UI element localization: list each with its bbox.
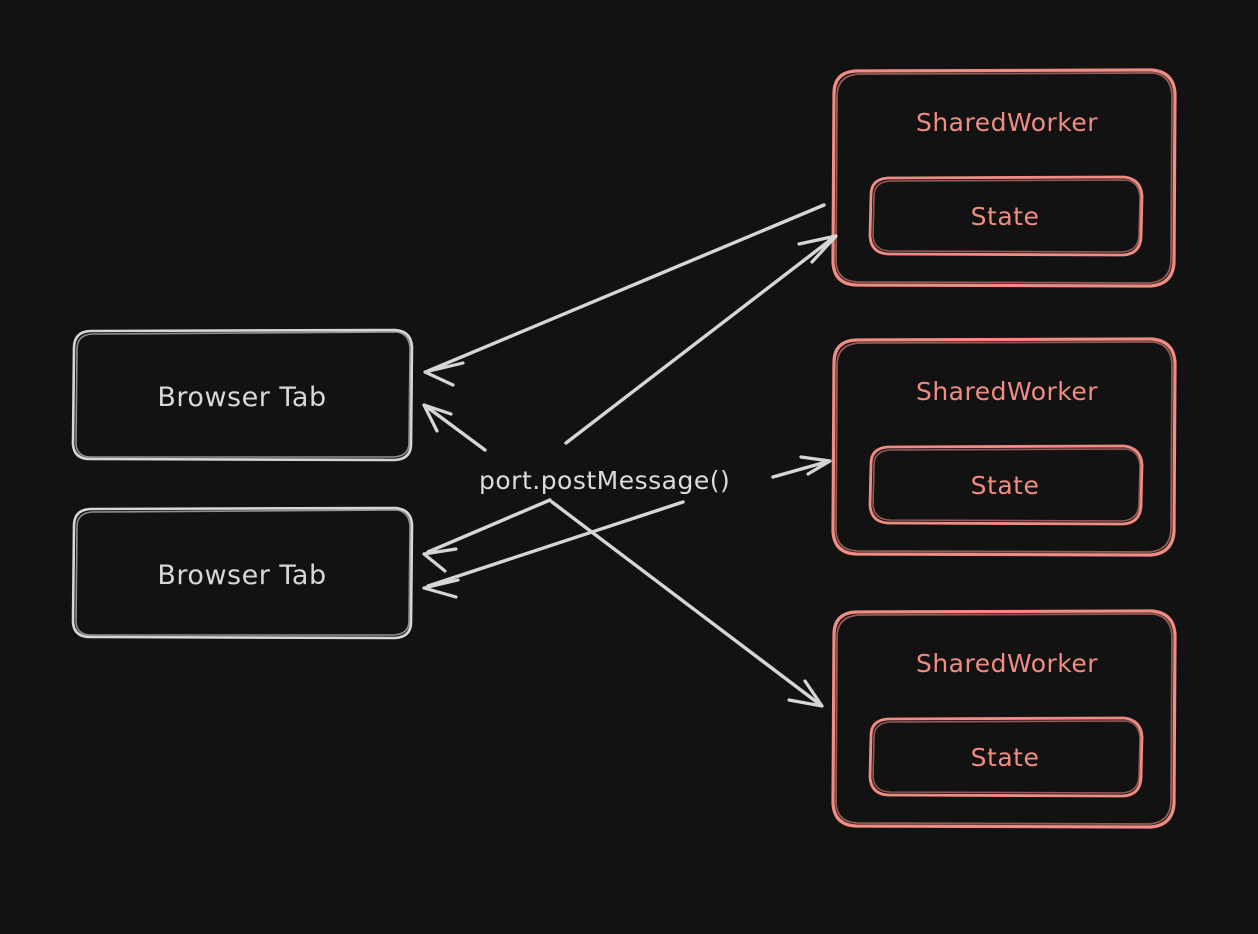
edge-sw3-to-tab2: [422, 500, 685, 599]
edge-label-text: port.postMessage(): [479, 466, 730, 495]
shared-worker-3-state-outline-sketch2: [872, 720, 1141, 794]
shared-worker-2[interactable]: SharedWorker State: [831, 337, 1177, 557]
shared-worker-1-label: SharedWorker: [916, 108, 1098, 137]
browser-tab-1-outline: [71, 328, 414, 462]
shared-worker-3-outline: [831, 609, 1177, 829]
edge-hub-to-sw3-arrowhead: [787, 679, 824, 708]
shared-worker-1[interactable]: SharedWorker State: [831, 68, 1177, 288]
shared-worker-1-state-box[interactable]: State: [868, 175, 1144, 257]
shared-worker-1-outline-sketch2: [835, 72, 1173, 284]
edge-hub-to-tab2: [422, 498, 552, 573]
edge-hub-to-tab1-arrowhead: [422, 403, 453, 433]
browser-tab-2-label: Browser Tab: [157, 560, 326, 591]
shared-worker-1-outline: [831, 68, 1177, 288]
shared-worker-1-state-label: State: [971, 202, 1040, 231]
edge-hub-to-sw1-line: [564, 236, 835, 445]
edge-hub-to-sw2-arrowhead: [799, 455, 832, 476]
shared-worker-2-state-box[interactable]: State: [868, 444, 1144, 526]
browser-tab-1[interactable]: Browser Tab: [71, 328, 414, 462]
edge-hub-to-sw2-line: [771, 460, 828, 479]
shared-worker-2-state-outline: [868, 444, 1144, 526]
browser-tab-1-outline-sketch2: [75, 331, 411, 458]
edge-sw1-to-tab1-arrowhead: [423, 361, 465, 387]
edge-hub-to-tab1-line: [425, 405, 487, 452]
edge-hub-to-sw3-line: [550, 500, 820, 705]
shared-worker-1-state-outline: [868, 175, 1144, 257]
browser-tab-2[interactable]: Browser Tab: [71, 506, 414, 640]
shared-worker-2-label: SharedWorker: [916, 377, 1098, 406]
shared-worker-1-state-outline-sketch2: [872, 179, 1141, 253]
shared-worker-2-state-label: State: [971, 471, 1040, 500]
shared-worker-3-label: SharedWorker: [916, 649, 1098, 678]
shared-worker-3-state-box[interactable]: State: [868, 716, 1144, 798]
edge-hub-to-tab2-line: [426, 498, 552, 554]
shared-worker-2-outline: [831, 337, 1177, 557]
edge-sw3-to-tab2-arrowhead: [422, 578, 460, 599]
shared-worker-3[interactable]: SharedWorker State: [831, 609, 1177, 829]
shared-worker-3-outline-sketch2: [835, 613, 1173, 825]
edge-sw1-to-tab1: [423, 203, 826, 387]
browser-tab-2-outline: [71, 506, 414, 640]
shared-worker-3-state-outline: [868, 716, 1144, 798]
edge-hub-to-tab1: [422, 403, 487, 452]
edge-hub-to-sw2: [771, 455, 832, 479]
browser-tab-2-outline-sketch2: [75, 509, 411, 636]
shared-worker-2-state-outline-sketch2: [872, 448, 1141, 522]
edge-hub-to-sw1-arrowhead: [797, 234, 838, 264]
edge-sw1-to-tab1-line: [426, 203, 826, 373]
shared-worker-3-state-label: State: [971, 743, 1040, 772]
edge-hub-to-sw1: [564, 234, 838, 445]
edge-hub-to-sw3: [550, 500, 824, 708]
browser-tab-1-label: Browser Tab: [157, 382, 326, 413]
edge-label-backdrop: [472, 458, 768, 498]
edge-sw3-to-tab2-line: [426, 500, 685, 588]
edge-label-post-message: port.postMessage(): [472, 458, 768, 498]
shared-worker-2-outline-sketch2: [835, 341, 1173, 553]
edge-hub-to-tab2-arrowhead: [422, 547, 458, 573]
